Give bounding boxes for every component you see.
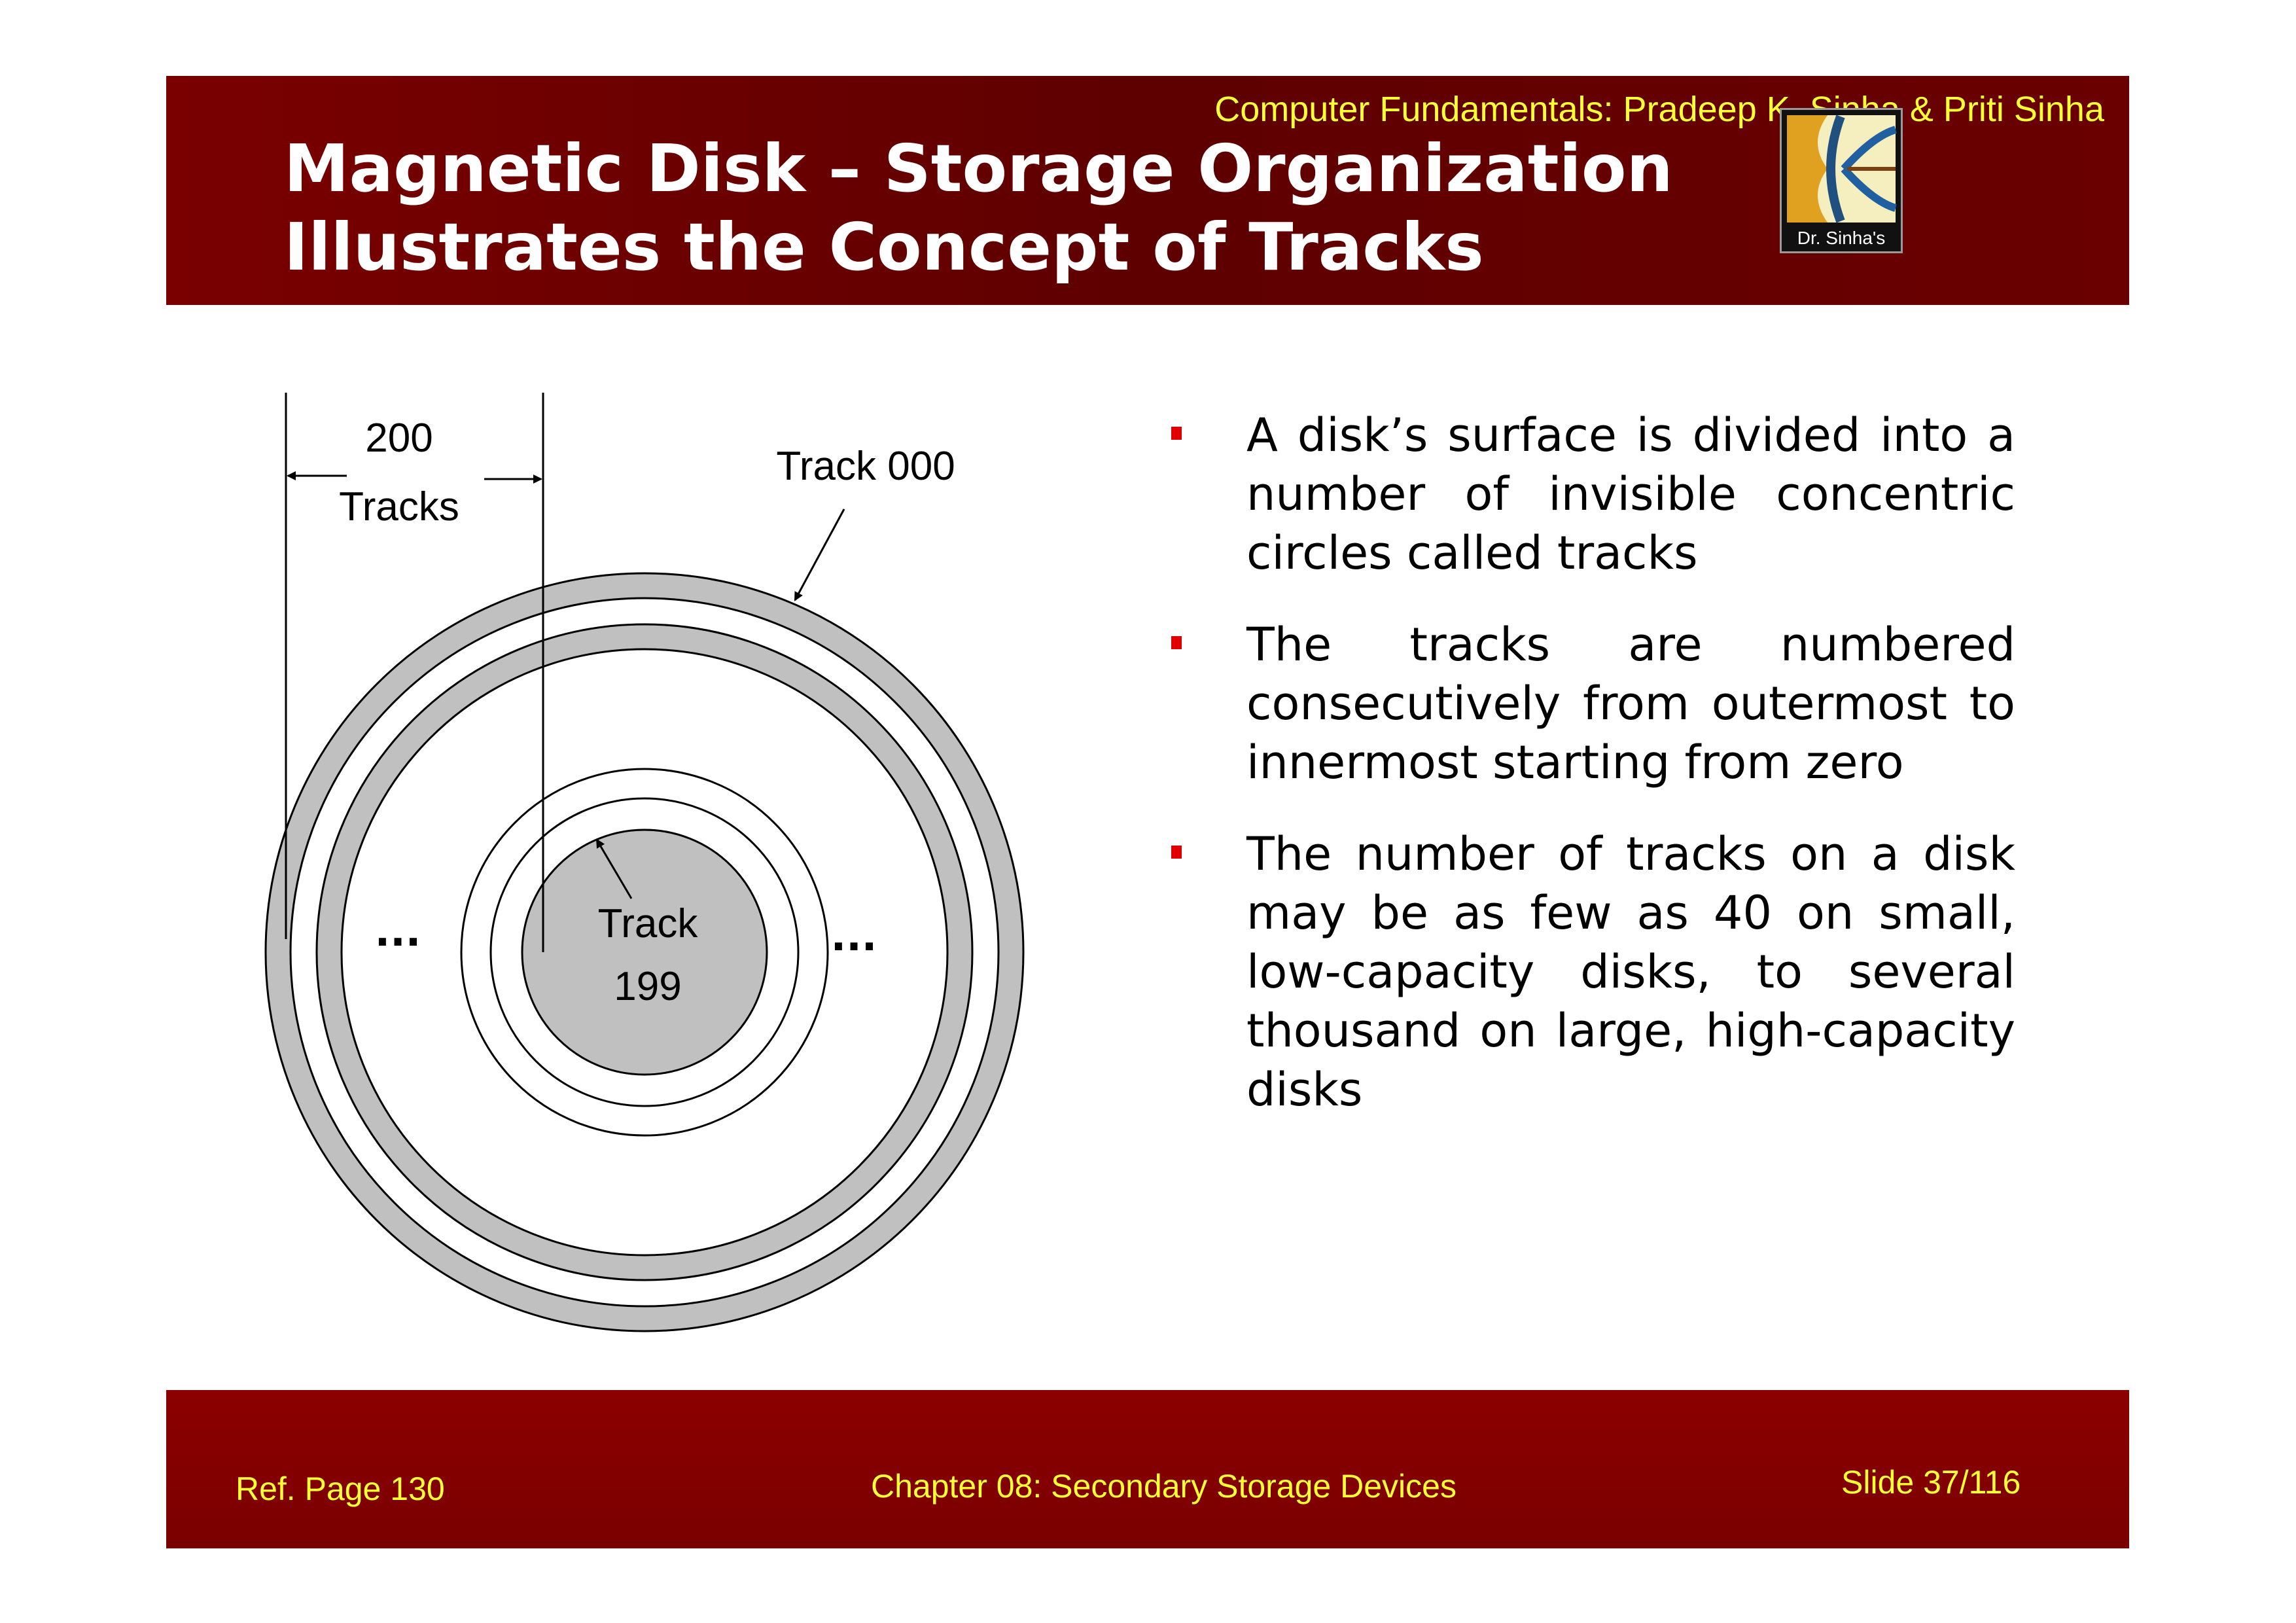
track-199-label-number: 199: [614, 964, 681, 1009]
bullet-item: The tracks are numbered consecutively fr…: [1171, 615, 2015, 792]
bullet-list: A disk’s surface is divided into a numbe…: [1171, 406, 2015, 1152]
innermost-track: [521, 829, 768, 1076]
inner-track-ring-2: [489, 797, 800, 1107]
bullet-text: The number of tracks on a disk may be as…: [1246, 827, 2015, 1116]
second-track-edge-in: [340, 648, 949, 1257]
outer-track-edge-in: [289, 597, 1000, 1308]
track-000-arrow: [794, 508, 845, 601]
bullet-marker: [1171, 427, 1182, 440]
ellipsis-right: ...: [831, 912, 877, 960]
slide-title: Magnetic Disk – Storage Organization Ill…: [284, 130, 1673, 287]
slide-number: Slide 37/116: [1841, 1464, 2021, 1501]
book-reference: Computer Fundamentals: Pradeep K. Sinha …: [1214, 90, 2104, 129]
track-000-label: Track 000: [776, 444, 955, 489]
logo-label: Dr. Sinha's: [1797, 228, 1886, 248]
bullet-text: The tracks are numbered consecutively fr…: [1246, 618, 2015, 789]
second-track-ring: [317, 624, 972, 1280]
chapter-title: Chapter 08: Secondary Storage Devices: [871, 1468, 1457, 1505]
track-count-word: Tracks: [339, 484, 459, 529]
track-199-arrow: [595, 838, 633, 899]
bullet-item: A disk’s surface is divided into a numbe…: [1171, 406, 2015, 582]
track-count-number: 200: [365, 416, 433, 461]
second-track-edge-out: [315, 623, 974, 1281]
ref-page: Ref. Page 130: [236, 1471, 445, 1507]
inner-track-ring-1: [460, 768, 829, 1137]
bullet-marker: [1171, 846, 1182, 859]
outer-track-edge-out: [264, 572, 1025, 1332]
slide-footer: Ref. Page 130 Chapter 08: Secondary Stor…: [166, 1390, 2129, 1548]
dr-sinha-logo: Dr. Sinha's: [1780, 108, 1903, 253]
outer-track-ring: [266, 573, 1023, 1331]
title-line-2: Illustrates the Concept of Tracks: [284, 209, 1484, 285]
track-199-label-word: Track: [598, 901, 699, 946]
ellipsis-left: ...: [375, 908, 421, 955]
bullet-item: The number of tracks on a disk may be as…: [1171, 825, 2015, 1119]
bullet-marker: [1171, 636, 1182, 649]
bullet-text: A disk’s surface is divided into a numbe…: [1246, 408, 2015, 580]
title-line-1: Magnetic Disk – Storage Organization: [284, 130, 1673, 207]
